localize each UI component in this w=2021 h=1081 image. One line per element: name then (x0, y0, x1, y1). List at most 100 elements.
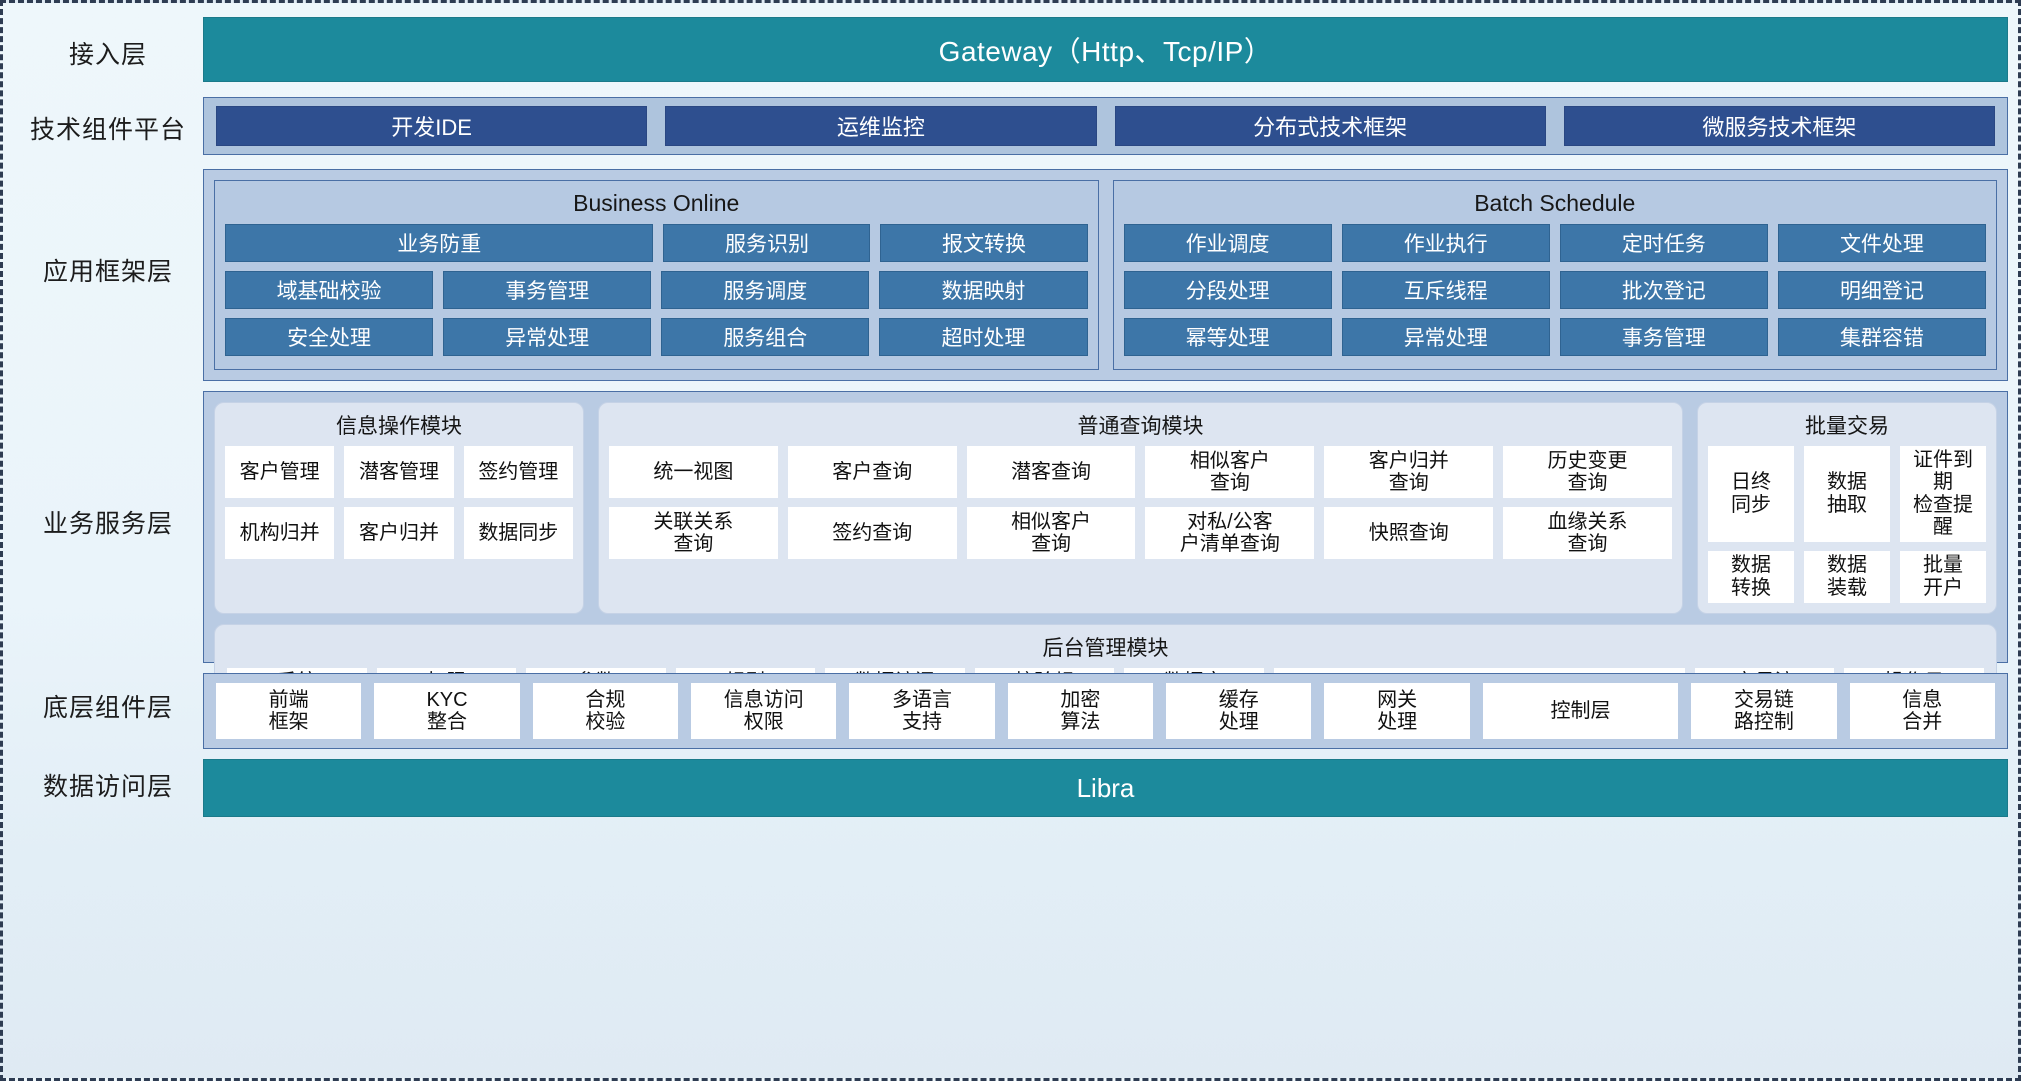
bs-cell-segment-process[interactable]: 分段处理 (1123, 271, 1332, 309)
comp-cell-info-merge[interactable]: 信息 合并 (1849, 683, 1995, 739)
bs-cell-timed-task[interactable]: 定时任务 (1559, 224, 1768, 262)
bo-cell-exception[interactable]: 异常处理 (443, 318, 652, 356)
bo-cell-data-mapping[interactable]: 数据映射 (879, 271, 1088, 309)
bo-cell-timeout[interactable]: 超时处理 (879, 318, 1088, 356)
cq-cell-prospect-query[interactable]: 潜客查询 (966, 446, 1136, 498)
layer-business-service: 业务服务层 信息操作模块 客户管理 潜客管理 签约管理 (13, 381, 2008, 731)
tech-item-distributed-framework[interactable]: 分布式技术框架 (1114, 106, 1546, 146)
bo-cell-service-identify[interactable]: 服务识别 (663, 224, 871, 262)
bs-cell-file-process[interactable]: 文件处理 (1777, 224, 1986, 262)
bo-cell-service-compose[interactable]: 服务组合 (661, 318, 870, 356)
comp-cell-info-access-permission[interactable]: 信息访问 权限 (691, 683, 837, 739)
cq-cell-lineage-query[interactable]: 血缘关系 查询 (1503, 507, 1672, 559)
bs-cell-detail-register[interactable]: 明细登记 (1777, 271, 1986, 309)
bo-cell-domain-validation[interactable]: 域基础校验 (225, 271, 434, 309)
io-cell-data-sync[interactable]: 数据同步 (463, 507, 573, 559)
bs-row-3: 幂等处理 异常处理 事务管理 集群容错 (1123, 318, 1986, 356)
cq-cell-customer-merge-query[interactable]: 客户归并 查询 (1324, 446, 1494, 498)
cq-cell-similar-customer-query[interactable]: 相似客户 查询 (1145, 446, 1315, 498)
io-cell-prospect-mgmt[interactable]: 潜客管理 (344, 446, 454, 498)
bt-cell-data-extract[interactable]: 数据 抽取 (1804, 446, 1890, 542)
comp-cell-kyc-integration[interactable]: KYC 整合 (374, 683, 520, 739)
bs-cell-job-exec[interactable]: 作业执行 (1341, 224, 1550, 262)
bo-row-2: 域基础校验 事务管理 服务调度 数据映射 (225, 271, 1088, 309)
cq-cell-contract-query[interactable]: 签约查询 (787, 507, 957, 559)
panel-title-common-query: 普通查询模块 (1077, 415, 1204, 438)
io-cell-contract-mgmt[interactable]: 签约管理 (463, 446, 573, 498)
bs-row-2: 分段处理 互斥线程 批次登记 明细登记 (1123, 271, 1986, 309)
business-service-container: 信息操作模块 客户管理 潜客管理 签约管理 机构归并 客户归并 (203, 391, 2008, 731)
layer-label-app-framework: 应用框架层 (42, 258, 173, 286)
spacer (13, 89, 2008, 97)
layer-app-framework: 应用框架层 Business Online 业务防重 服务识别 报文转换 域 (13, 159, 2008, 381)
bs-cell-cluster-fault-tolerance[interactable]: 集群容错 (1777, 318, 1986, 356)
cq-cell-private-public-list-query[interactable]: 对私/公客 户清单查询 (1145, 507, 1315, 559)
io-cell-customer-merge[interactable]: 客户归并 (344, 507, 454, 559)
cq-row-2: 关联关系 查询 签约查询 相似客户 查询 对私/公客 户清单查询 快照查询 血缘… (609, 507, 1672, 559)
panel-title-batch-trade: 批量交易 (1805, 415, 1889, 438)
bo-cell-security[interactable]: 安全处理 (225, 318, 434, 356)
bo-cell-service-dispatch[interactable]: 服务调度 (661, 271, 870, 309)
bo-cell-transaction-mgmt[interactable]: 事务管理 (443, 271, 652, 309)
comp-cell-frontend-framework[interactable]: 前端 框架 (216, 683, 362, 739)
gateway-bar[interactable]: Gateway（Http、Tcp/IP） (203, 17, 2008, 82)
bs-cell-job-schedule[interactable]: 作业调度 (1123, 224, 1332, 262)
tech-platform-bar: 开发IDE 运维监控 分布式技术框架 微服务技术框架 (203, 97, 2008, 155)
panel-batch-trade: 批量交易 日终 同步 数据 抽取 证件到期 检查提醒 数据 转换 数据 装载 (1697, 402, 1997, 614)
layer-stack: 接入层 Gateway（Http、Tcp/IP） 技术组件平台 开发IDE 运维… (13, 17, 2008, 1066)
service-top-row: 信息操作模块 客户管理 潜客管理 签约管理 机构归并 客户归并 (214, 402, 1997, 614)
tech-item-ops-monitor[interactable]: 运维监控 (665, 106, 1097, 146)
panel-title-batch-schedule: Batch Schedule (1474, 190, 1636, 216)
cq-cell-similar-customer-query-2[interactable]: 相似客户 查询 (966, 507, 1136, 559)
bs-cell-mutex-thread[interactable]: 互斥线程 (1341, 271, 1550, 309)
panel-business-online: Business Online 业务防重 服务识别 报文转换 域基础校验 事务管… (214, 180, 1099, 370)
cq-cell-relationship-query[interactable]: 关联关系 查询 (609, 507, 778, 559)
cq-cell-unified-view[interactable]: 统一视图 (609, 446, 778, 498)
io-cell-org-merge[interactable]: 机构归并 (225, 507, 335, 559)
bs-cell-batch-register[interactable]: 批次登记 (1559, 271, 1768, 309)
cq-row-1: 统一视图 客户查询 潜客查询 相似客户 查询 客户归并 查询 历史变更 查询 (609, 446, 1672, 498)
layer-data-access: 数据访问层 Libra (13, 749, 2008, 821)
panel-title-business-online: Business Online (573, 190, 740, 216)
io-cell-customer-mgmt[interactable]: 客户管理 (225, 446, 335, 498)
comp-cell-compliance-check[interactable]: 合规 校验 (532, 683, 679, 739)
comp-cell-cache-handling[interactable]: 缓存 处理 (1166, 683, 1312, 739)
bt-cell-data-load[interactable]: 数据 装载 (1804, 550, 1890, 603)
bo-cell-message-convert[interactable]: 报文转换 (880, 224, 1088, 262)
panel-batch-schedule: Batch Schedule 作业调度 作业执行 定时任务 文件处理 分段处理 … (1112, 180, 1997, 370)
tech-item-ide[interactable]: 开发IDE (216, 106, 648, 146)
cq-cell-snapshot-query[interactable]: 快照查询 (1324, 507, 1494, 559)
libra-bar[interactable]: Libra (203, 759, 2008, 817)
bt-cell-cert-expiry-reminder[interactable]: 证件到期 检查提醒 (1900, 446, 1986, 542)
bs-cell-idempotent[interactable]: 幂等处理 (1123, 318, 1332, 356)
bs-row-1: 作业调度 作业执行 定时任务 文件处理 (1123, 224, 1986, 262)
bt-cell-batch-account-open[interactable]: 批量 开户 (1900, 550, 1986, 603)
bt-cell-data-transform[interactable]: 数据 转换 (1708, 550, 1794, 603)
bt-row-2: 数据 转换 数据 装载 批量 开户 (1708, 550, 1986, 603)
bottom-components-container: 前端 框架 KYC 整合 合规 校验 信息访问 权限 多语言 支持 加密 算法 … (203, 673, 2008, 749)
bs-cell-exception[interactable]: 异常处理 (1341, 318, 1550, 356)
layer-label-business-service: 业务服务层 (42, 510, 173, 538)
layer-label-access: 接入层 (68, 41, 147, 69)
bo-cell-anti-duplicate[interactable]: 业务防重 (225, 224, 654, 262)
io-row-2: 机构归并 客户归并 数据同步 (225, 507, 573, 559)
layer-label-data-access: 数据访问层 (42, 773, 173, 801)
panel-common-query: 普通查询模块 统一视图 客户查询 潜客查询 相似客户 查询 客户归并 查询 历史… (598, 402, 1683, 614)
layer-label-tech-platform: 技术组件平台 (29, 116, 186, 144)
layer-bottom-components: 底层组件层 前端 框架 KYC 整合 合规 校验 信息访问 权限 多语言 支持 … (13, 663, 2008, 749)
tech-item-microservice-framework[interactable]: 微服务技术框架 (1563, 106, 1995, 146)
comp-cell-gateway-handling[interactable]: 网关 处理 (1324, 683, 1470, 739)
bs-cell-transaction-mgmt[interactable]: 事务管理 (1559, 318, 1768, 356)
io-row-1: 客户管理 潜客管理 签约管理 (225, 446, 573, 498)
comp-cell-control-layer[interactable]: 控制层 (1482, 683, 1679, 739)
layer-label-bottom-components: 底层组件层 (42, 694, 173, 722)
panel-title-admin-module: 后台管理模块 (1042, 636, 1169, 660)
comp-cell-multilanguage-support[interactable]: 多语言 支持 (849, 683, 995, 739)
cq-cell-history-change-query[interactable]: 历史变更 查询 (1503, 446, 1672, 498)
bo-row-3: 安全处理 异常处理 服务组合 超时处理 (225, 318, 1088, 356)
comp-cell-transaction-chain-control[interactable]: 交易链 路控制 (1691, 683, 1837, 739)
app-framework-container: Business Online 业务防重 服务识别 报文转换 域基础校验 事务管… (203, 169, 2008, 381)
cq-cell-customer-query[interactable]: 客户查询 (787, 446, 957, 498)
bt-cell-eod-sync[interactable]: 日终 同步 (1708, 446, 1794, 542)
comp-cell-encryption-algorithm[interactable]: 加密 算法 (1007, 683, 1154, 739)
